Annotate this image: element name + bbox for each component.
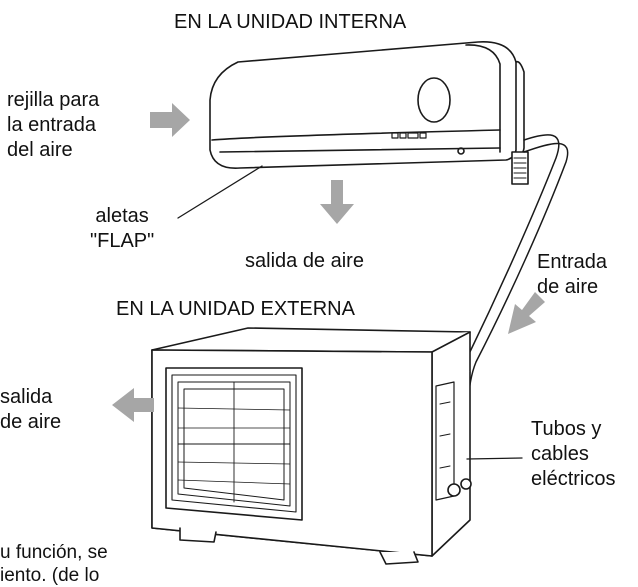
label-outdoor-air-inlet: Entrada de aire [537, 251, 608, 298]
label-indoor-air-outlet: salida de aire [245, 250, 364, 272]
label-flaps: aletas "FLAP" [90, 205, 155, 252]
label-outdoor-air-outlet: salida de aire [0, 386, 62, 433]
arrow-outdoor-inlet [508, 292, 545, 334]
service-valve [447, 483, 461, 497]
label-pipes-cables: Tubos y cables eléctricos [531, 418, 616, 490]
pipe-port [511, 151, 529, 185]
outdoor-unit-heading: EN LA UNIDAD EXTERNA [116, 298, 355, 320]
indoor-unit-heading: EN LA UNIDAD INTERNA [174, 11, 407, 33]
arrow-indoor-outlet [320, 180, 354, 224]
arrow-intake [150, 103, 190, 137]
cut-off-text: u función, se iento. (de lo [0, 542, 108, 586]
fan-grille [165, 367, 303, 521]
outdoor-unit [151, 327, 472, 565]
indoor-unit [209, 41, 529, 185]
leader-lines [177, 165, 523, 460]
display-dial [417, 77, 451, 123]
label-air-inlet-grille: rejilla para la entrada del aire [7, 89, 100, 161]
arrow-outdoor-outlet [112, 388, 154, 422]
arrows [112, 103, 545, 422]
indicator-buttons [391, 132, 427, 139]
